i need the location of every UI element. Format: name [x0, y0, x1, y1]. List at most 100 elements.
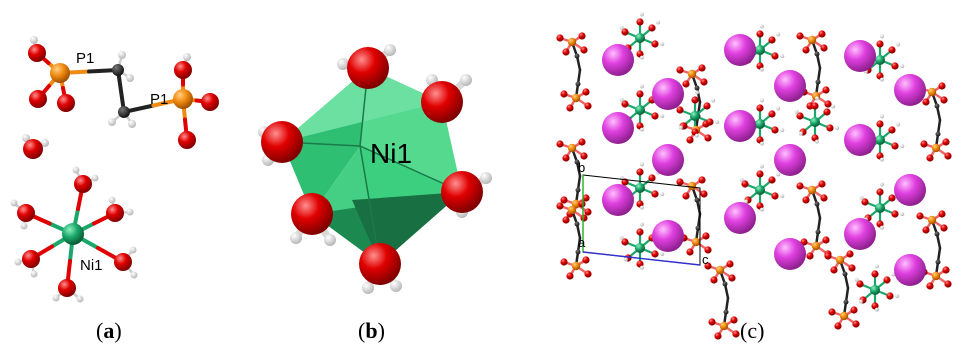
hydrogen-atom — [41, 139, 49, 147]
oxygen-atom — [347, 47, 389, 89]
oxygen-atom — [702, 232, 710, 240]
nickel-atom — [635, 243, 645, 253]
oxygen-atom — [17, 204, 35, 222]
oxygen-atom — [29, 90, 47, 108]
hydrogen-atom — [711, 98, 716, 103]
oxygen-atom — [578, 200, 586, 208]
hydrogen-atom — [854, 277, 859, 282]
oxygen-atom — [811, 102, 819, 110]
oxygen-atom — [174, 61, 192, 79]
hydrogen-atom — [743, 199, 748, 204]
oxygen-atom — [820, 194, 828, 202]
hydrogen-atom — [14, 258, 22, 266]
cation-sphere — [652, 220, 684, 252]
oxygen-atom — [888, 194, 896, 202]
oxygen-atom — [888, 126, 896, 134]
oxygen-atom — [691, 96, 699, 104]
phosphorus-atom — [567, 205, 577, 215]
cation-sphere — [774, 144, 806, 176]
oxygen-atom — [582, 88, 590, 96]
nickel-atom — [62, 223, 84, 245]
oxygen-atom — [944, 280, 952, 288]
oxygen-atom — [441, 171, 483, 213]
hydrogen-atom — [660, 252, 665, 257]
octahedron-face — [282, 68, 442, 142]
hydrogen-atom — [619, 235, 624, 240]
phosphorus-atom — [571, 199, 581, 209]
nickel-atom — [690, 111, 700, 121]
nickel-atom — [755, 45, 765, 55]
oxygen-atom — [944, 152, 952, 160]
oxygen-atom — [714, 332, 722, 340]
phosphorus-atom — [715, 265, 725, 275]
oxygen-atom — [768, 110, 776, 118]
hydrogen-atom — [460, 74, 472, 86]
carbon-atom — [575, 81, 581, 87]
hydrogen-atom — [126, 74, 134, 82]
oxygen-atom — [822, 86, 830, 94]
oxygen-atom — [820, 44, 828, 52]
hydrogen-atom — [52, 294, 60, 302]
hydrogen-atom — [780, 54, 785, 59]
oxygen-atom — [830, 266, 838, 274]
panel-a-label: (a) — [96, 318, 122, 343]
oxygen-atom — [106, 204, 124, 222]
hydrogen-atom — [760, 67, 764, 72]
hydrogen-atom — [760, 141, 764, 146]
oxygen-atom — [560, 196, 568, 204]
hydrogen-atom — [656, 20, 661, 25]
carbon-atom — [574, 159, 580, 165]
oxygen-atom — [621, 238, 629, 246]
nickel-atom — [635, 33, 645, 43]
carbon-atom — [815, 229, 821, 235]
oxygen-atom — [886, 292, 894, 300]
hydrogen-atom — [875, 307, 879, 312]
hydrogen-atom — [815, 96, 819, 101]
oxygen-atom — [291, 193, 333, 235]
oxygen-atom — [818, 180, 826, 188]
carbon-atom — [574, 221, 580, 227]
carbon-atom — [815, 79, 821, 85]
carbon-atom — [722, 281, 728, 287]
oxygen-atom — [651, 250, 659, 258]
panel-b-octahedron-diagram — [258, 44, 492, 294]
oxygen-atom — [621, 28, 629, 36]
oxygen-atom — [704, 246, 712, 254]
phosphorus-atom — [571, 93, 581, 103]
oxygen-atom — [922, 98, 930, 106]
oxygen-atom — [556, 140, 564, 148]
hydrogen-atom — [815, 139, 819, 144]
oxygen-atom — [802, 46, 810, 54]
hydrogen-atom — [739, 177, 744, 182]
cation-sphere — [724, 110, 756, 142]
carbon-atom — [112, 64, 124, 76]
carbon-atom — [934, 231, 940, 237]
oxygen-atom — [556, 202, 564, 210]
oxygen-atom — [57, 94, 75, 112]
hydrogen-atom — [780, 194, 785, 199]
oxygen-atom — [580, 214, 588, 222]
oxygen-atom — [850, 306, 858, 314]
carbon-atom — [574, 53, 580, 59]
carbon-atom — [935, 259, 941, 265]
cation-sphere — [652, 78, 684, 110]
oxygen-atom — [580, 152, 588, 160]
atom-label-p1-left: P1 — [76, 50, 94, 67]
panel-b-label: (b) — [358, 318, 385, 343]
cation-sphere — [602, 44, 634, 76]
atom-label-ni1-b: Ni1 — [370, 138, 412, 169]
oxygen-atom — [891, 210, 899, 218]
panel-a-molecule-diagram — [10, 36, 219, 303]
cation-sphere — [724, 34, 756, 66]
hydrogen-atom — [129, 246, 137, 254]
nickel-atom — [635, 105, 645, 115]
oxygen-atom — [771, 126, 779, 134]
hydrogen-atom — [324, 234, 336, 246]
hydrogen-atom — [640, 55, 644, 60]
hydrogen-atom — [480, 172, 492, 184]
oxygen-atom — [648, 24, 656, 32]
octahedron-edge — [281, 141, 463, 193]
phosphorus-atom — [927, 215, 937, 225]
hydrogen-atom — [895, 294, 900, 299]
phosphorus-atom — [691, 237, 701, 247]
